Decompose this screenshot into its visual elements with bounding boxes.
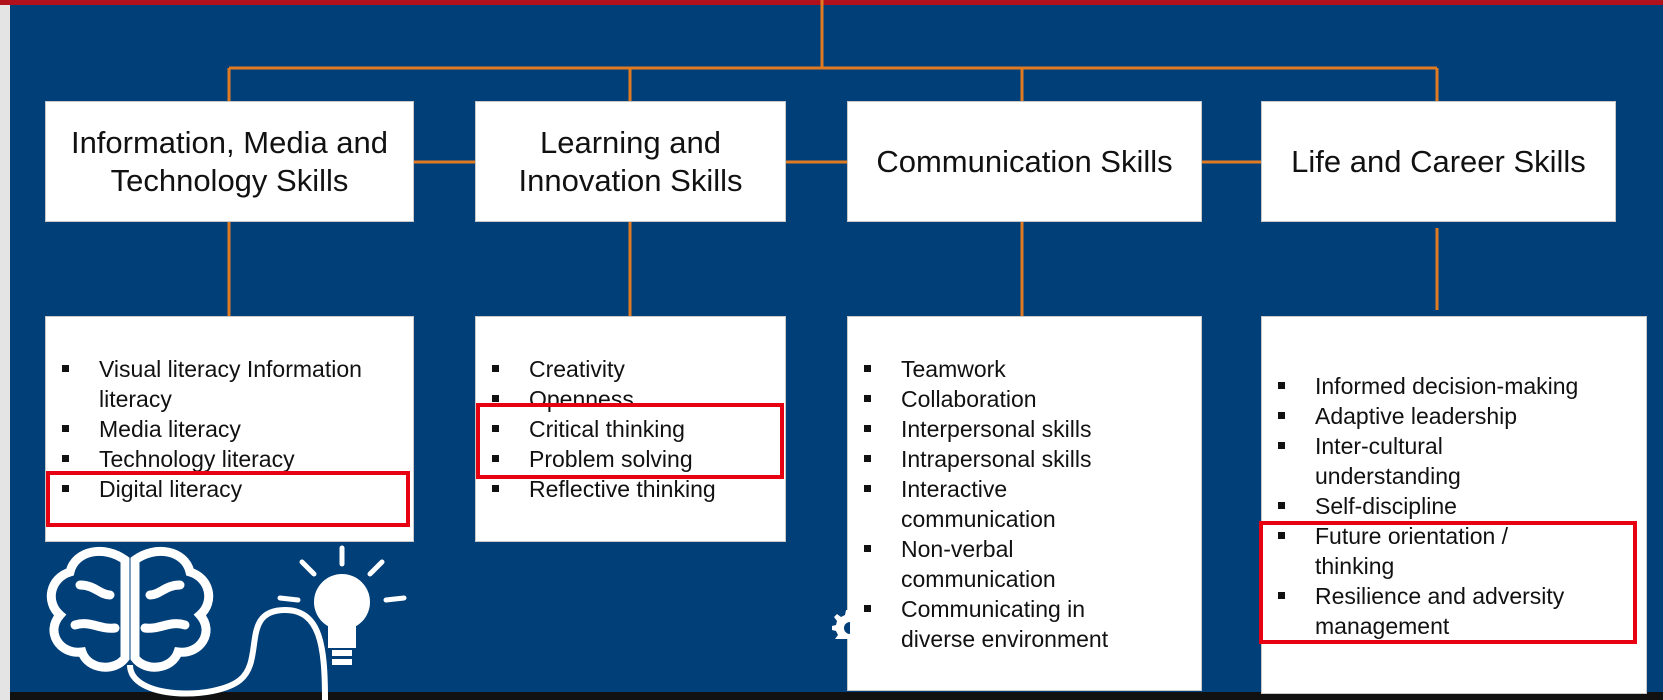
category-header-life-career: Life and Career Skills bbox=[1261, 101, 1616, 222]
skill-item: Intrapersonal skills bbox=[848, 444, 1201, 474]
highlight-critical-problem-solving bbox=[476, 403, 784, 479]
category-title: Life and Career Skills bbox=[1291, 143, 1586, 179]
skill-item: Future orientation /thinking bbox=[1262, 521, 1646, 581]
brain-icon bbox=[46, 547, 214, 672]
gear-icon bbox=[832, 610, 850, 639]
skill-item: Self-discipline bbox=[1262, 491, 1646, 521]
category-title-line: Technology Skills bbox=[110, 162, 349, 198]
skill-item: Technology literacy bbox=[46, 444, 413, 474]
skill-item: Adaptive leadership bbox=[1262, 401, 1646, 431]
skill-item: Informed decision-making bbox=[1262, 371, 1646, 401]
connector-cord bbox=[127, 606, 328, 700]
top-accent-bar bbox=[0, 0, 1663, 5]
bottom-edge-strip bbox=[10, 692, 1663, 700]
skill-item: Interpersonal skills bbox=[848, 414, 1201, 444]
category-title-line: Information, Media and bbox=[70, 124, 389, 160]
category-title-line: Innovation Skills bbox=[518, 162, 743, 198]
lightbulb-icon bbox=[277, 545, 407, 665]
skill-item: Media literacy bbox=[46, 414, 413, 444]
category-title: Communication Skills bbox=[876, 143, 1173, 179]
skill-item: Creativity bbox=[476, 354, 785, 384]
skills-list-learning-innovation: Creativity Openness Critical thinking Pr… bbox=[475, 316, 786, 542]
skill-item: Collaboration bbox=[848, 384, 1201, 414]
highlight-future-resilience bbox=[1259, 521, 1637, 644]
brain-bulb-illustration bbox=[46, 545, 407, 700]
skill-item: Reflective thinking bbox=[476, 474, 785, 504]
skill-item: Digital literacy bbox=[46, 474, 413, 504]
skill-item: Critical thinking bbox=[476, 414, 785, 444]
category-header-information-media-technology: Information, Media and Technology Skills bbox=[45, 101, 414, 222]
category-header-communication: Communication Skills bbox=[847, 101, 1202, 222]
connector-patch bbox=[1408, 222, 1480, 228]
category-header-learning-innovation: Learning and Innovation Skills bbox=[475, 101, 786, 222]
skill-item: Teamwork bbox=[848, 354, 1201, 384]
skills-list-life-career: Informed decision-making Adaptive leader… bbox=[1261, 316, 1647, 694]
skill-item: Openness bbox=[476, 384, 785, 414]
highlight-digital-literacy bbox=[46, 471, 410, 527]
skills-list-communication: Teamwork Collaboration Interpersonal ski… bbox=[847, 316, 1202, 691]
connector-patch bbox=[1408, 310, 1480, 318]
category-title-line: Learning and bbox=[539, 124, 721, 160]
skill-item: Problem solving bbox=[476, 444, 785, 474]
left-edge-strip bbox=[0, 5, 10, 700]
